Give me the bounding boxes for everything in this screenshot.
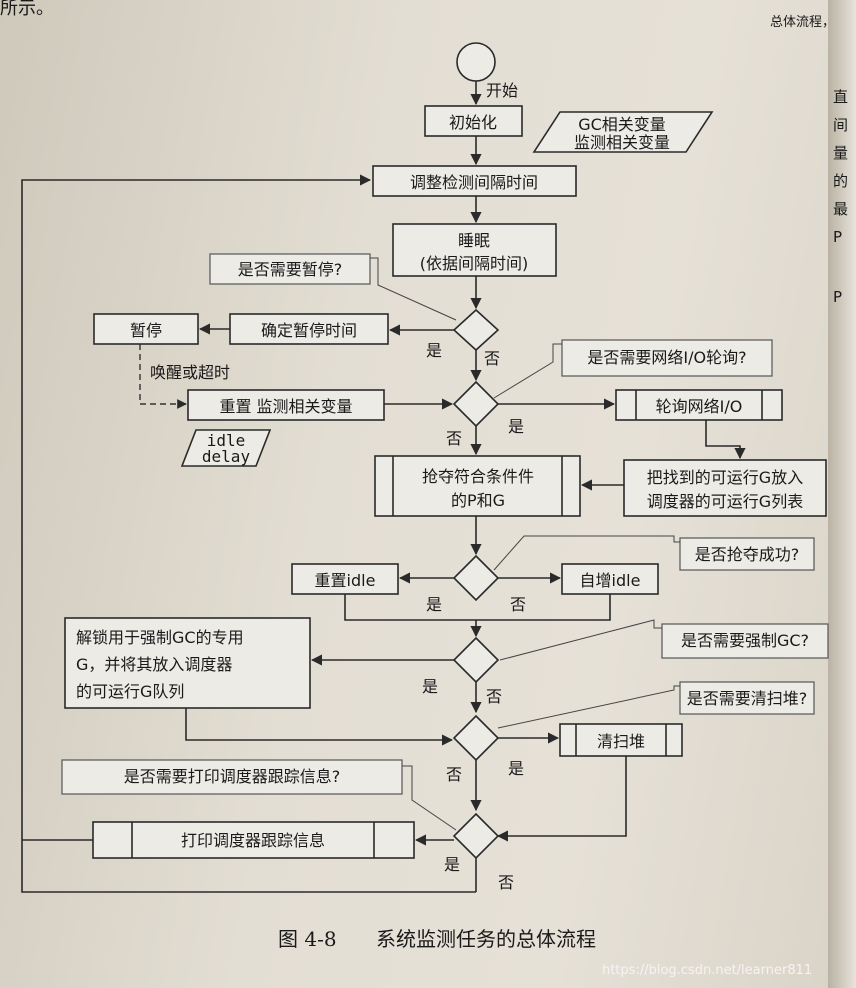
svg-text:否: 否 xyxy=(486,687,502,706)
inc-idle-box xyxy=(561,563,659,595)
netpoll-box xyxy=(615,389,783,421)
init-box xyxy=(424,105,523,137)
header-partial-left: 所示。 xyxy=(0,0,54,19)
svg-text:直: 直 xyxy=(833,88,848,106)
svg-text:是否需要暂停?: 是否需要暂停? xyxy=(238,260,343,279)
reset-idle-box xyxy=(291,563,399,595)
svg-text:是否需要打印调度器跟踪信息?: 是否需要打印调度器跟踪信息? xyxy=(124,767,341,786)
svg-text:自增idle: 自增idle xyxy=(580,571,641,590)
svg-text:的: 的 xyxy=(833,172,848,190)
svg-text:GC相关变量: GC相关变量 xyxy=(578,115,666,134)
svg-text:调度器的可运行G列表: 调度器的可运行G列表 xyxy=(647,492,803,511)
force-gc-decision xyxy=(452,636,500,684)
svg-text:清扫堆: 清扫堆 xyxy=(597,732,645,751)
header-partial-right: 总体流程， xyxy=(770,15,835,30)
svg-text:是: 是 xyxy=(426,341,442,360)
idle-delay-note xyxy=(180,429,272,467)
adjust-interval-label: 调整检测间隔时间 xyxy=(410,173,538,192)
svg-text:最: 最 xyxy=(833,200,848,218)
print-question-note xyxy=(61,759,403,795)
svg-text:否: 否 xyxy=(510,595,526,614)
svg-text:否: 否 xyxy=(498,873,514,892)
svg-text:重置 监测相关变量: 重置 监测相关变量 xyxy=(219,397,352,416)
svg-text:解锁用于强制GC的专用: 解锁用于强制GC的专用 xyxy=(76,628,244,647)
wake-timeout-label: 唤醒或超时 xyxy=(150,363,230,382)
svg-text:确定暂停时间: 确定暂停时间 xyxy=(261,321,357,340)
svg-text:抢夺符合条件件: 抢夺符合条件件 xyxy=(422,467,534,486)
svg-text:重置idle: 重置idle xyxy=(315,571,376,590)
adjust-interval-box xyxy=(372,165,577,197)
right-margin-text: 直 间 量 的 最 P P xyxy=(833,88,848,306)
confirm-pause-box xyxy=(229,313,389,345)
svg-text:是: 是 xyxy=(422,677,438,696)
svg-text:是否抢夺成功?: 是否抢夺成功? xyxy=(695,545,800,564)
svg-text:轮询网络I/O: 轮询网络I/O xyxy=(656,397,743,416)
svg-text:睡眠: 睡眠 xyxy=(458,231,490,250)
sweep-decision xyxy=(452,714,500,762)
svg-text:间: 间 xyxy=(833,116,848,134)
figure-number: 图 4-8 xyxy=(278,927,337,951)
print-box xyxy=(92,821,415,859)
svg-text:P: P xyxy=(833,228,842,246)
svg-text:是: 是 xyxy=(508,759,524,778)
svg-text:是: 是 xyxy=(444,855,460,874)
sweep-question-note xyxy=(679,681,815,715)
adjacent-page-edge xyxy=(828,0,856,988)
svg-text:的P和G: 的P和G xyxy=(451,491,505,510)
svg-text:否: 否 xyxy=(446,765,462,784)
watermark: https://blog.csdn.net/learner811 xyxy=(602,963,812,978)
svg-text:监测相关变量: 监测相关变量 xyxy=(574,133,670,152)
pause-box xyxy=(93,313,199,345)
svg-text:把找到的可运行G放入: 把找到的可运行G放入 xyxy=(647,468,803,487)
figure-title: 系统监测任务的总体流程 xyxy=(376,927,596,951)
svg-text:暂停: 暂停 xyxy=(130,321,162,340)
unlock-gc-box xyxy=(64,617,311,709)
svg-text:是: 是 xyxy=(426,595,442,614)
svg-text:G，并将其放入调度器: G，并将其放入调度器 xyxy=(76,655,232,674)
pause-decision xyxy=(452,308,500,352)
svg-text:delay: delay xyxy=(202,447,251,466)
svg-text:是: 是 xyxy=(508,417,524,436)
print-decision xyxy=(452,812,500,860)
start-node xyxy=(456,42,496,82)
netpoll-decision xyxy=(452,380,500,428)
reset-vars-box xyxy=(187,389,385,421)
netpoll-question-note xyxy=(561,339,773,377)
start-label: 开始 xyxy=(486,81,518,100)
sweep-box xyxy=(559,723,683,757)
init-label: 初始化 xyxy=(449,113,497,132)
svg-text:否: 否 xyxy=(446,429,462,448)
svg-text:打印调度器跟踪信息: 打印调度器跟踪信息 xyxy=(181,831,325,850)
svg-text:的可运行G队列: 的可运行G队列 xyxy=(76,682,184,701)
sleep-box xyxy=(392,223,557,277)
preempt-decision xyxy=(452,554,500,602)
vars-note xyxy=(532,111,714,153)
svg-text:是否需要强制GC?: 是否需要强制GC? xyxy=(681,631,809,650)
svg-text:是否需要网络I/O轮询?: 是否需要网络I/O轮询? xyxy=(587,348,746,367)
preempt-box xyxy=(374,455,581,517)
preempt-ok-question-note xyxy=(679,537,815,571)
svg-text:idle: idle xyxy=(207,431,246,450)
svg-text:是否需要清扫堆?: 是否需要清扫堆? xyxy=(687,689,808,708)
svg-text:(依据间隔时间): (依据间隔时间) xyxy=(420,254,529,273)
put-runnable-box xyxy=(623,459,827,517)
force-gc-question-note xyxy=(661,623,829,659)
svg-text:量: 量 xyxy=(833,144,848,162)
svg-text:否: 否 xyxy=(484,349,500,368)
svg-text:P: P xyxy=(833,288,842,306)
pause-question-note xyxy=(209,253,371,285)
